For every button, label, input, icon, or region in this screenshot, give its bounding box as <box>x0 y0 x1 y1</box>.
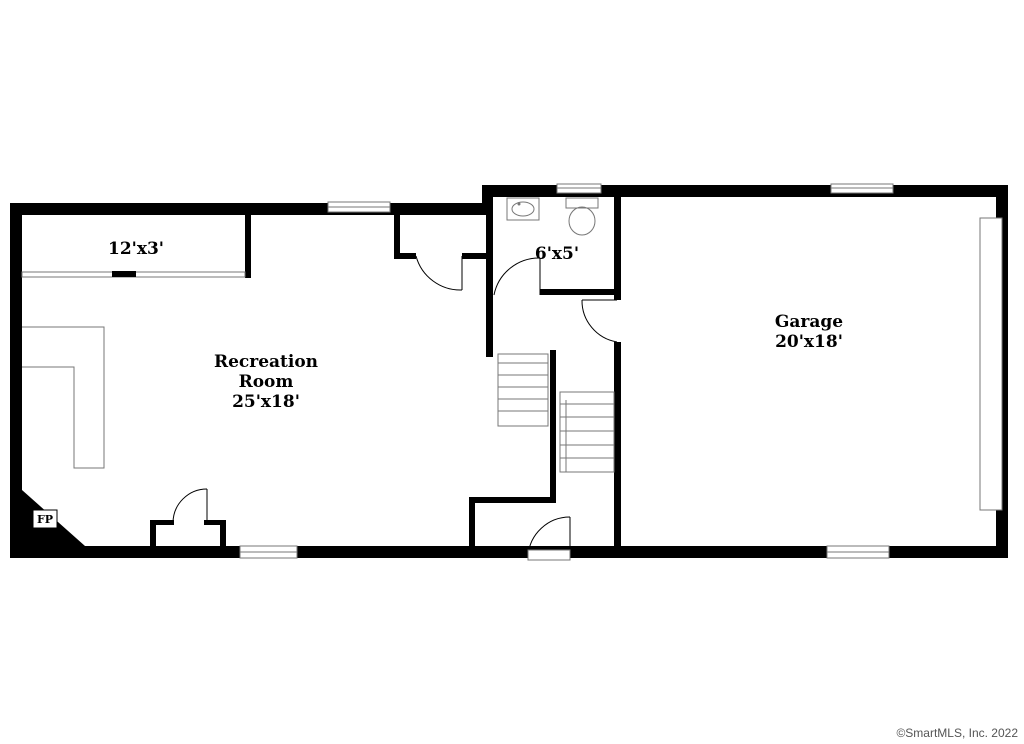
windows <box>239 183 894 559</box>
interior-walls <box>150 197 621 552</box>
toilet-icon <box>565 197 599 236</box>
doors <box>172 255 618 561</box>
fireplace-label: FP <box>37 513 53 526</box>
bar-counter <box>22 326 105 469</box>
garage-door <box>979 217 1003 511</box>
sink-icon <box>506 197 540 221</box>
closet-sliding-doors <box>21 271 246 278</box>
stairs-down <box>559 391 615 473</box>
copyright-notice: ©SmartMLS, Inc. 2022 <box>896 726 1018 740</box>
recreation-room-name-line1: Recreation <box>214 352 318 372</box>
closet-size-label: 12'x3' <box>108 239 164 259</box>
bath-size-label: 6'x5' <box>535 244 579 264</box>
recreation-room-name-line2: Room <box>239 372 294 392</box>
recreation-room-size: 25'x18' <box>232 392 300 412</box>
garage-size-label: 20'x18' <box>775 332 843 352</box>
fireplace <box>22 490 85 546</box>
garage-name-label: Garage <box>775 312 843 332</box>
stairs-up <box>497 353 549 427</box>
